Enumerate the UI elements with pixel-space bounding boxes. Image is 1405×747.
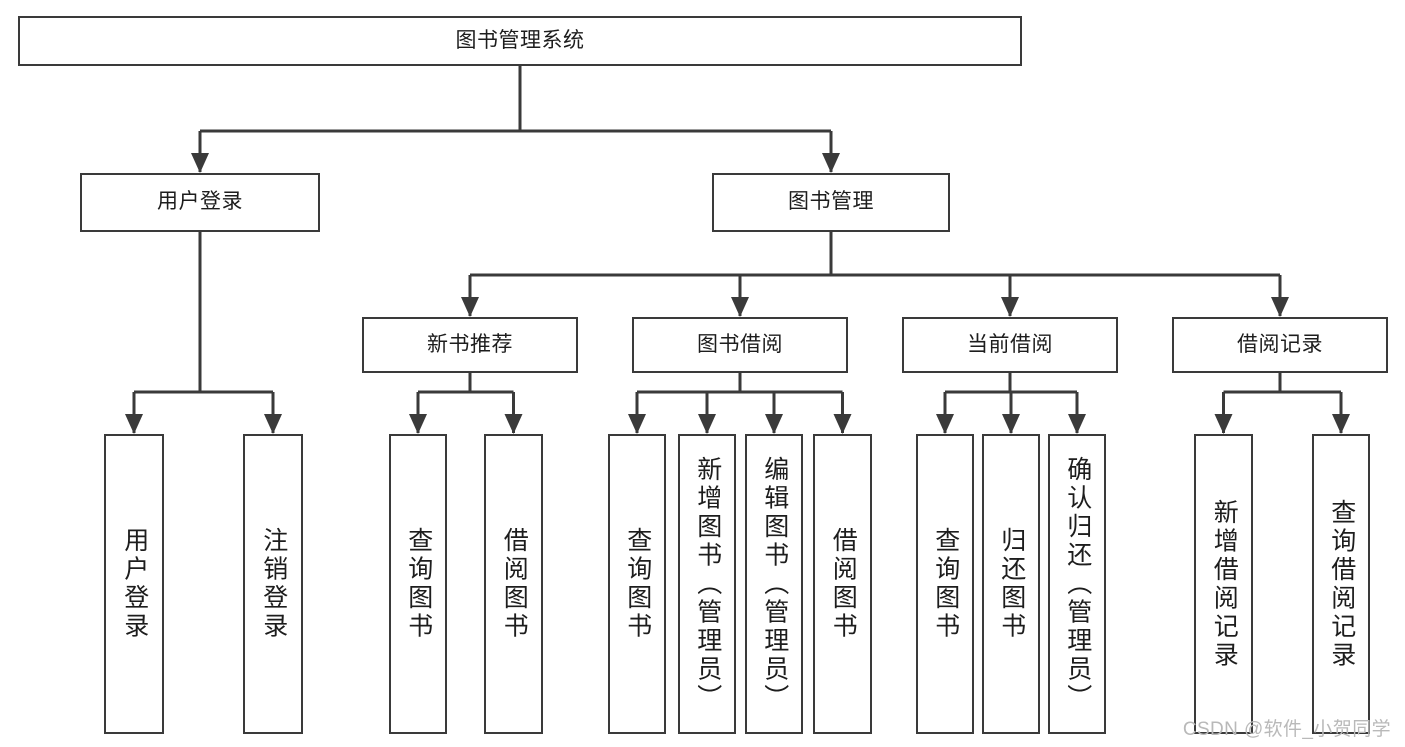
node-label: 借阅图书 (829, 527, 858, 641)
node-label: 编辑图书（管理员） (760, 455, 789, 713)
node-leaf-borrow-book-1[interactable]: 借阅图书 (484, 434, 543, 734)
node-label: 借阅记录 (1237, 332, 1323, 356)
node-leaf-edit-book[interactable]: 编辑图书（管理员） (745, 434, 803, 734)
node-leaf-confirm-return[interactable]: 确认归还（管理员） (1048, 434, 1106, 734)
node-label: 新书推荐 (427, 332, 513, 356)
node-leaf-return-book[interactable]: 归还图书 (982, 434, 1040, 734)
node-label: 查询图书 (931, 527, 960, 641)
node-label: 新增图书（管理员） (693, 455, 722, 713)
node-leaf-user-login[interactable]: 用户登录 (104, 434, 164, 734)
node-leaf-query-book-3[interactable]: 查询图书 (916, 434, 974, 734)
node-new-book-rec[interactable]: 新书推荐 (362, 317, 578, 373)
node-label: 归还图书 (997, 527, 1026, 641)
node-leaf-query-record[interactable]: 查询借阅记录 (1312, 434, 1370, 734)
node-user-login[interactable]: 用户登录 (80, 173, 320, 232)
node-label: 用户登录 (157, 190, 243, 214)
node-root[interactable]: 图书管理系统 (18, 16, 1022, 66)
node-label: 查询借阅记录 (1327, 498, 1356, 670)
node-book-borrow[interactable]: 图书借阅 (632, 317, 848, 373)
node-leaf-borrow-book-2[interactable]: 借阅图书 (813, 434, 872, 734)
node-borrow-record[interactable]: 借阅记录 (1172, 317, 1388, 373)
node-label: 新增借阅记录 (1210, 498, 1239, 670)
node-leaf-add-record[interactable]: 新增借阅记录 (1194, 434, 1253, 734)
node-leaf-logout[interactable]: 注销登录 (243, 434, 303, 734)
csdn-watermark: CSDN @软件_小贺同学 (1182, 719, 1391, 740)
node-label: 注销登录 (259, 527, 288, 641)
node-label: 图书管理 (788, 190, 874, 214)
node-leaf-query-book-1[interactable]: 查询图书 (389, 434, 447, 734)
node-book-manage[interactable]: 图书管理 (712, 173, 950, 232)
node-leaf-add-book[interactable]: 新增图书（管理员） (678, 434, 736, 734)
node-leaf-query-book-2[interactable]: 查询图书 (608, 434, 666, 734)
node-label: 查询图书 (404, 527, 433, 641)
node-label: 图书借阅 (697, 332, 783, 356)
node-label: 查询图书 (623, 527, 652, 641)
node-label: 图书管理系统 (455, 28, 585, 52)
node-label: 借阅图书 (500, 527, 529, 641)
node-label: 当前借阅 (967, 332, 1053, 356)
node-label: 确认归还（管理员） (1063, 455, 1092, 713)
node-label: 用户登录 (120, 527, 149, 641)
node-current-borrow[interactable]: 当前借阅 (902, 317, 1118, 373)
